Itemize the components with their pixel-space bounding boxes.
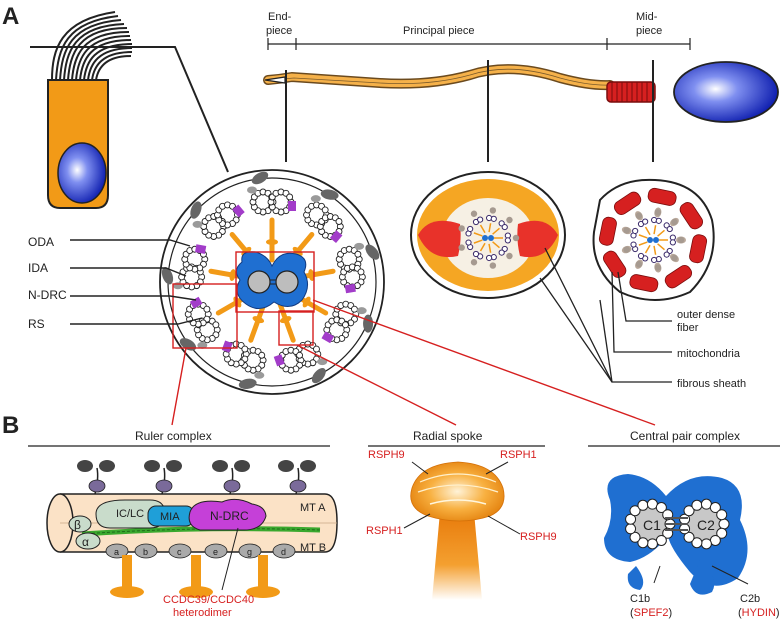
subunit-label: b xyxy=(143,547,148,557)
svg-text:heterodimer: heterodimer xyxy=(173,607,232,619)
svg-text:RSPH9: RSPH9 xyxy=(520,531,557,543)
sperm-region-labels: End- piece Principal piece Mid- piece xyxy=(266,11,691,50)
midpiece-section xyxy=(592,178,715,301)
subunit-label: e xyxy=(213,547,218,557)
svg-text:ODA: ODA xyxy=(28,235,54,249)
panel-a-letter: A xyxy=(2,3,19,30)
section-right-labels: outer dense fiber mitochondria fibrous s… xyxy=(539,247,746,390)
panel-b-letter: B xyxy=(2,412,19,439)
connector-lines xyxy=(171,299,656,426)
svg-text:CCDC39/CCDC40: CCDC39/CCDC40 xyxy=(163,594,254,606)
svg-text:mitochondria: mitochondria xyxy=(677,348,741,360)
subunit-label: c xyxy=(177,547,182,557)
subunit-label: d xyxy=(281,547,286,557)
svg-text:MT B: MT B xyxy=(300,542,326,554)
svg-text:α: α xyxy=(82,535,89,549)
axoneme-left-labels: ODA IDA N-DRC RS xyxy=(28,235,203,331)
svg-text:fibrous sheath: fibrous sheath xyxy=(677,378,746,390)
sperm xyxy=(263,61,779,123)
svg-text:Central pair complex: Central pair complex xyxy=(630,429,740,443)
svg-text:RSPH1: RSPH1 xyxy=(366,525,403,537)
svg-text:β: β xyxy=(74,518,81,532)
svg-text:N-DRC: N-DRC xyxy=(210,509,249,523)
svg-text:RSPH9: RSPH9 xyxy=(368,449,405,461)
svg-text:MT A: MT A xyxy=(300,502,326,514)
svg-text:piece: piece xyxy=(636,25,662,37)
svg-text:C1: C1 xyxy=(643,517,661,533)
svg-text:Mid-: Mid- xyxy=(636,11,658,23)
svg-text:(SPEF2): (SPEF2) xyxy=(630,607,672,619)
svg-text:MIA: MIA xyxy=(160,511,180,523)
subunit-label: a xyxy=(114,547,119,557)
svg-text:C1b: C1b xyxy=(630,593,650,605)
cell-leader-line xyxy=(30,46,229,173)
svg-text:(HYDIN): (HYDIN) xyxy=(738,607,780,619)
central-pair-complex: Central pair complex C1 C2 C1b (SPEF2) C… xyxy=(588,429,780,619)
svg-text:fiber: fiber xyxy=(677,322,699,334)
ciliated-cell xyxy=(47,11,133,209)
svg-text:piece: piece xyxy=(266,25,292,37)
svg-text:RS: RS xyxy=(28,317,45,331)
ruler-complex: Ruler complex β α IC/LC MIA N-DRC a b c e g d… xyxy=(28,429,338,619)
svg-text:RSPH1: RSPH1 xyxy=(500,449,537,461)
svg-text:IC/LC: IC/LC xyxy=(116,508,144,520)
radial-spoke: Radial spoke RSPH9 RSPH1 RSPH1 RSPH9 xyxy=(366,429,557,600)
svg-text:Ruler complex: Ruler complex xyxy=(135,429,212,443)
svg-text:C2: C2 xyxy=(697,517,715,533)
svg-text:outer dense: outer dense xyxy=(677,309,735,321)
svg-text:Principal piece: Principal piece xyxy=(403,25,475,37)
svg-text:End-: End- xyxy=(268,11,292,23)
svg-text:N-DRC: N-DRC xyxy=(28,288,67,302)
subunit-label: g xyxy=(247,547,252,557)
principal-piece-section xyxy=(410,171,566,299)
svg-text:Radial spoke: Radial spoke xyxy=(413,429,483,443)
svg-text:C2b: C2b xyxy=(740,593,760,605)
svg-text:IDA: IDA xyxy=(28,261,48,275)
axoneme-cross-section xyxy=(159,169,385,395)
